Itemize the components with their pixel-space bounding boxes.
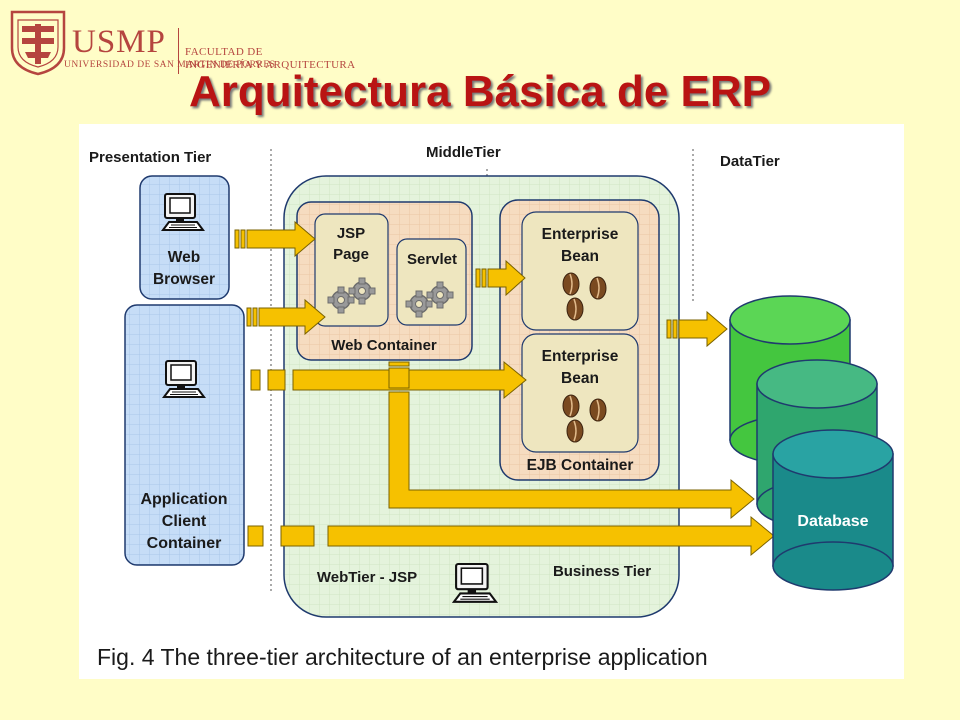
arrow-browser-to-jsp [234, 220, 316, 258]
servlet-label: Servlet [407, 251, 457, 268]
faculty-line-2: INGENIERÍA Y ARQUITECTURA [185, 59, 356, 71]
arrow-client-to-jsp [246, 298, 326, 336]
arrows [234, 220, 775, 557]
architecture-diagram: Presentation Tier MiddleTier DataTier We… [89, 144, 894, 618]
business-tier-label: Business Tier [553, 563, 651, 580]
faculty-name: FACULTAD DE INGENIERÍA Y ARQUITECTURA [185, 46, 356, 72]
logo-subtitle: UNIVERSIDAD DE SAN MARTIN DE PORRES [64, 60, 276, 70]
bean-2-label-2: Bean [561, 370, 599, 387]
coffee-bean-icon [566, 297, 584, 321]
architecture-figure: Presentation Tier MiddleTier DataTier We… [79, 124, 904, 679]
ejb-container-label: EJB Container [527, 457, 634, 474]
database-cylinder-front: Database [772, 429, 894, 591]
logo-divider [178, 28, 179, 74]
logo-wordmark: USMP [72, 24, 166, 60]
faculty-line-1: FACULTAD DE [185, 46, 263, 58]
coffee-bean-icon [562, 394, 580, 418]
arrow-client-to-database [247, 515, 775, 557]
slide-title: Arquitectura Básica de ERP [189, 67, 771, 116]
app-client-label-2: Client [162, 513, 207, 530]
bean-2-label-1: Enterprise [542, 348, 619, 365]
database-stack: Database [729, 295, 894, 591]
app-client-label-1: Application [140, 491, 227, 508]
web-container-label: Web Container [331, 337, 437, 354]
enterprise-bean-box-2 [521, 333, 639, 453]
application-client-box: Application Client Container [124, 304, 245, 566]
app-client-label-3: Container [147, 535, 222, 552]
coffee-bean-icon [589, 276, 607, 300]
bean-1-label-1: Enterprise [542, 226, 619, 243]
ejb-container: Enterprise Bean Enterprise Bean EJB Cont… [499, 199, 660, 481]
coffee-bean-icon [566, 419, 584, 443]
jsp-label-1: JSP [337, 225, 365, 242]
jsp-label-2: Page [333, 246, 369, 263]
database-label: Database [797, 513, 868, 530]
university-logo: USMP UNIVERSIDAD DE SAN MARTIN DE PORRES… [8, 8, 378, 78]
bean-1-label-2: Bean [561, 248, 599, 265]
arrow-servlet-to-ejb [475, 259, 526, 297]
coffee-bean-icon [589, 398, 607, 422]
tier-label-middle: MiddleTier [426, 144, 501, 161]
arrow-ejb-to-database [666, 310, 728, 348]
web-browser-box: Web Browser [139, 175, 230, 300]
web-container: JSP Page Servlet Web Container [296, 201, 473, 361]
tier-label-presentation: Presentation Tier [89, 149, 211, 166]
arrow-web-to-database [388, 361, 755, 520]
university-seal-icon [10, 10, 66, 76]
webtier-jsp-label: WebTier - JSP [317, 569, 417, 586]
web-browser-label-2: Browser [153, 271, 215, 288]
tier-label-data: DataTier [720, 153, 780, 170]
enterprise-bean-box-1 [521, 211, 639, 331]
figure-caption: Fig. 4 The three-tier architecture of an… [97, 644, 708, 670]
coffee-bean-icon [562, 272, 580, 296]
web-browser-label-1: Web [168, 249, 200, 266]
